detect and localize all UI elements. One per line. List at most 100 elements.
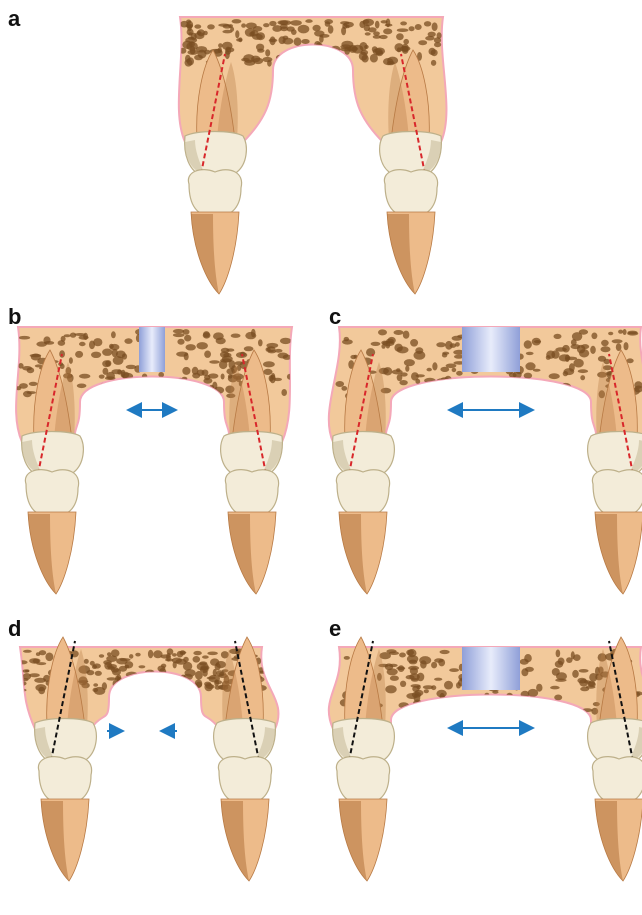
bone-pore <box>397 374 403 381</box>
bone-pore <box>385 685 396 693</box>
bone-pore <box>432 390 439 397</box>
bone-pore <box>404 359 415 366</box>
bone-pore <box>218 24 229 27</box>
lower-crown <box>592 470 642 518</box>
bone-pore <box>549 373 560 379</box>
bone-pore <box>528 689 539 697</box>
bone-pore <box>38 687 45 695</box>
bone-pore <box>330 56 339 64</box>
midpalatal-expansion-gap <box>462 647 520 690</box>
lower-tooth <box>336 470 389 594</box>
bone-pore <box>373 31 380 35</box>
dental-arch-illustration-a <box>0 0 642 300</box>
bone-pore <box>77 384 87 389</box>
bone-pore <box>149 378 160 385</box>
bone-pore <box>341 386 347 391</box>
bone-pore <box>373 48 383 55</box>
bone-pore <box>256 44 264 51</box>
bone-pore <box>416 374 425 377</box>
bone-pore <box>154 686 163 693</box>
lower-tooth <box>592 757 642 881</box>
bone-pore <box>565 354 570 362</box>
dental-arch-illustration-e <box>321 612 642 915</box>
lower-tooth <box>25 470 78 594</box>
bone-pore <box>290 20 302 26</box>
bone-pore <box>328 25 334 33</box>
bone-pore <box>280 24 288 29</box>
bone-pore <box>178 683 182 689</box>
bone-pore <box>210 658 219 665</box>
bone-pore <box>434 658 443 662</box>
bone-pore <box>534 340 541 343</box>
bone-pore <box>92 665 97 669</box>
bone-pore <box>571 339 577 346</box>
bone-pore <box>618 330 623 334</box>
bone-pore <box>403 331 410 339</box>
bone-pore <box>132 382 137 388</box>
bone-pore <box>39 650 46 655</box>
bone-pore <box>95 671 102 676</box>
bone-pore <box>432 22 438 31</box>
bone-pore <box>580 375 585 380</box>
bone-pore <box>344 337 349 341</box>
bone-pore <box>197 342 208 349</box>
bone-pore <box>550 391 555 395</box>
bone-pore <box>170 677 178 681</box>
bone-pore <box>425 36 434 41</box>
bone-pore <box>402 46 409 54</box>
bone-pore <box>285 60 294 64</box>
bone-pore <box>186 344 196 350</box>
bone-pore <box>99 375 105 379</box>
bone-pore <box>571 651 575 659</box>
panel-label-e: e <box>329 618 341 640</box>
bone-pore <box>186 687 194 692</box>
bone-pore <box>409 26 415 31</box>
bone-pore <box>414 351 426 360</box>
bone-pore <box>163 392 169 395</box>
panel-label-a: a <box>8 8 20 30</box>
bone-pore <box>120 658 131 661</box>
bone-pore <box>493 380 498 388</box>
bone-pore <box>183 657 189 662</box>
lower-tooth <box>592 470 642 594</box>
panel-d: d <box>0 612 321 915</box>
bone-pore <box>418 40 427 45</box>
panel-b: b <box>0 300 321 605</box>
bone-pore <box>440 367 449 372</box>
bone-pore <box>562 345 570 353</box>
bone-pore <box>434 37 441 43</box>
bone-pore <box>17 689 27 692</box>
bone-pore <box>392 370 403 375</box>
bone-pore <box>162 683 166 688</box>
bone-pore <box>365 32 371 35</box>
bone-pore <box>381 20 388 23</box>
bone-pore <box>394 330 404 335</box>
bone-pore <box>452 368 457 372</box>
lower-tooth <box>218 757 271 881</box>
panel-label-d: d <box>8 618 21 640</box>
bone-pore <box>601 346 611 352</box>
bone-pore <box>202 370 209 376</box>
bone-pore <box>533 369 541 372</box>
bone-pore <box>194 24 201 28</box>
bone-pore <box>135 653 140 657</box>
bone-pore <box>525 667 534 672</box>
bone-pore <box>116 351 126 359</box>
bone-pore <box>311 56 323 61</box>
bone-pore <box>231 334 241 338</box>
lower-crown <box>25 470 78 518</box>
bone-pore <box>455 711 464 716</box>
bone-pore <box>99 654 104 657</box>
bone-pore <box>162 675 166 680</box>
bone-pore <box>232 19 242 23</box>
bone-pore <box>126 392 133 395</box>
bone-pore <box>488 698 494 706</box>
bone-pore <box>554 695 562 701</box>
bone-pore <box>202 670 207 677</box>
bone-pore <box>253 58 263 64</box>
bone-pore <box>601 340 609 346</box>
bone-pore <box>529 707 539 710</box>
bone-pore <box>243 54 254 63</box>
bone-pore <box>79 342 86 346</box>
bone-pore <box>187 50 198 55</box>
